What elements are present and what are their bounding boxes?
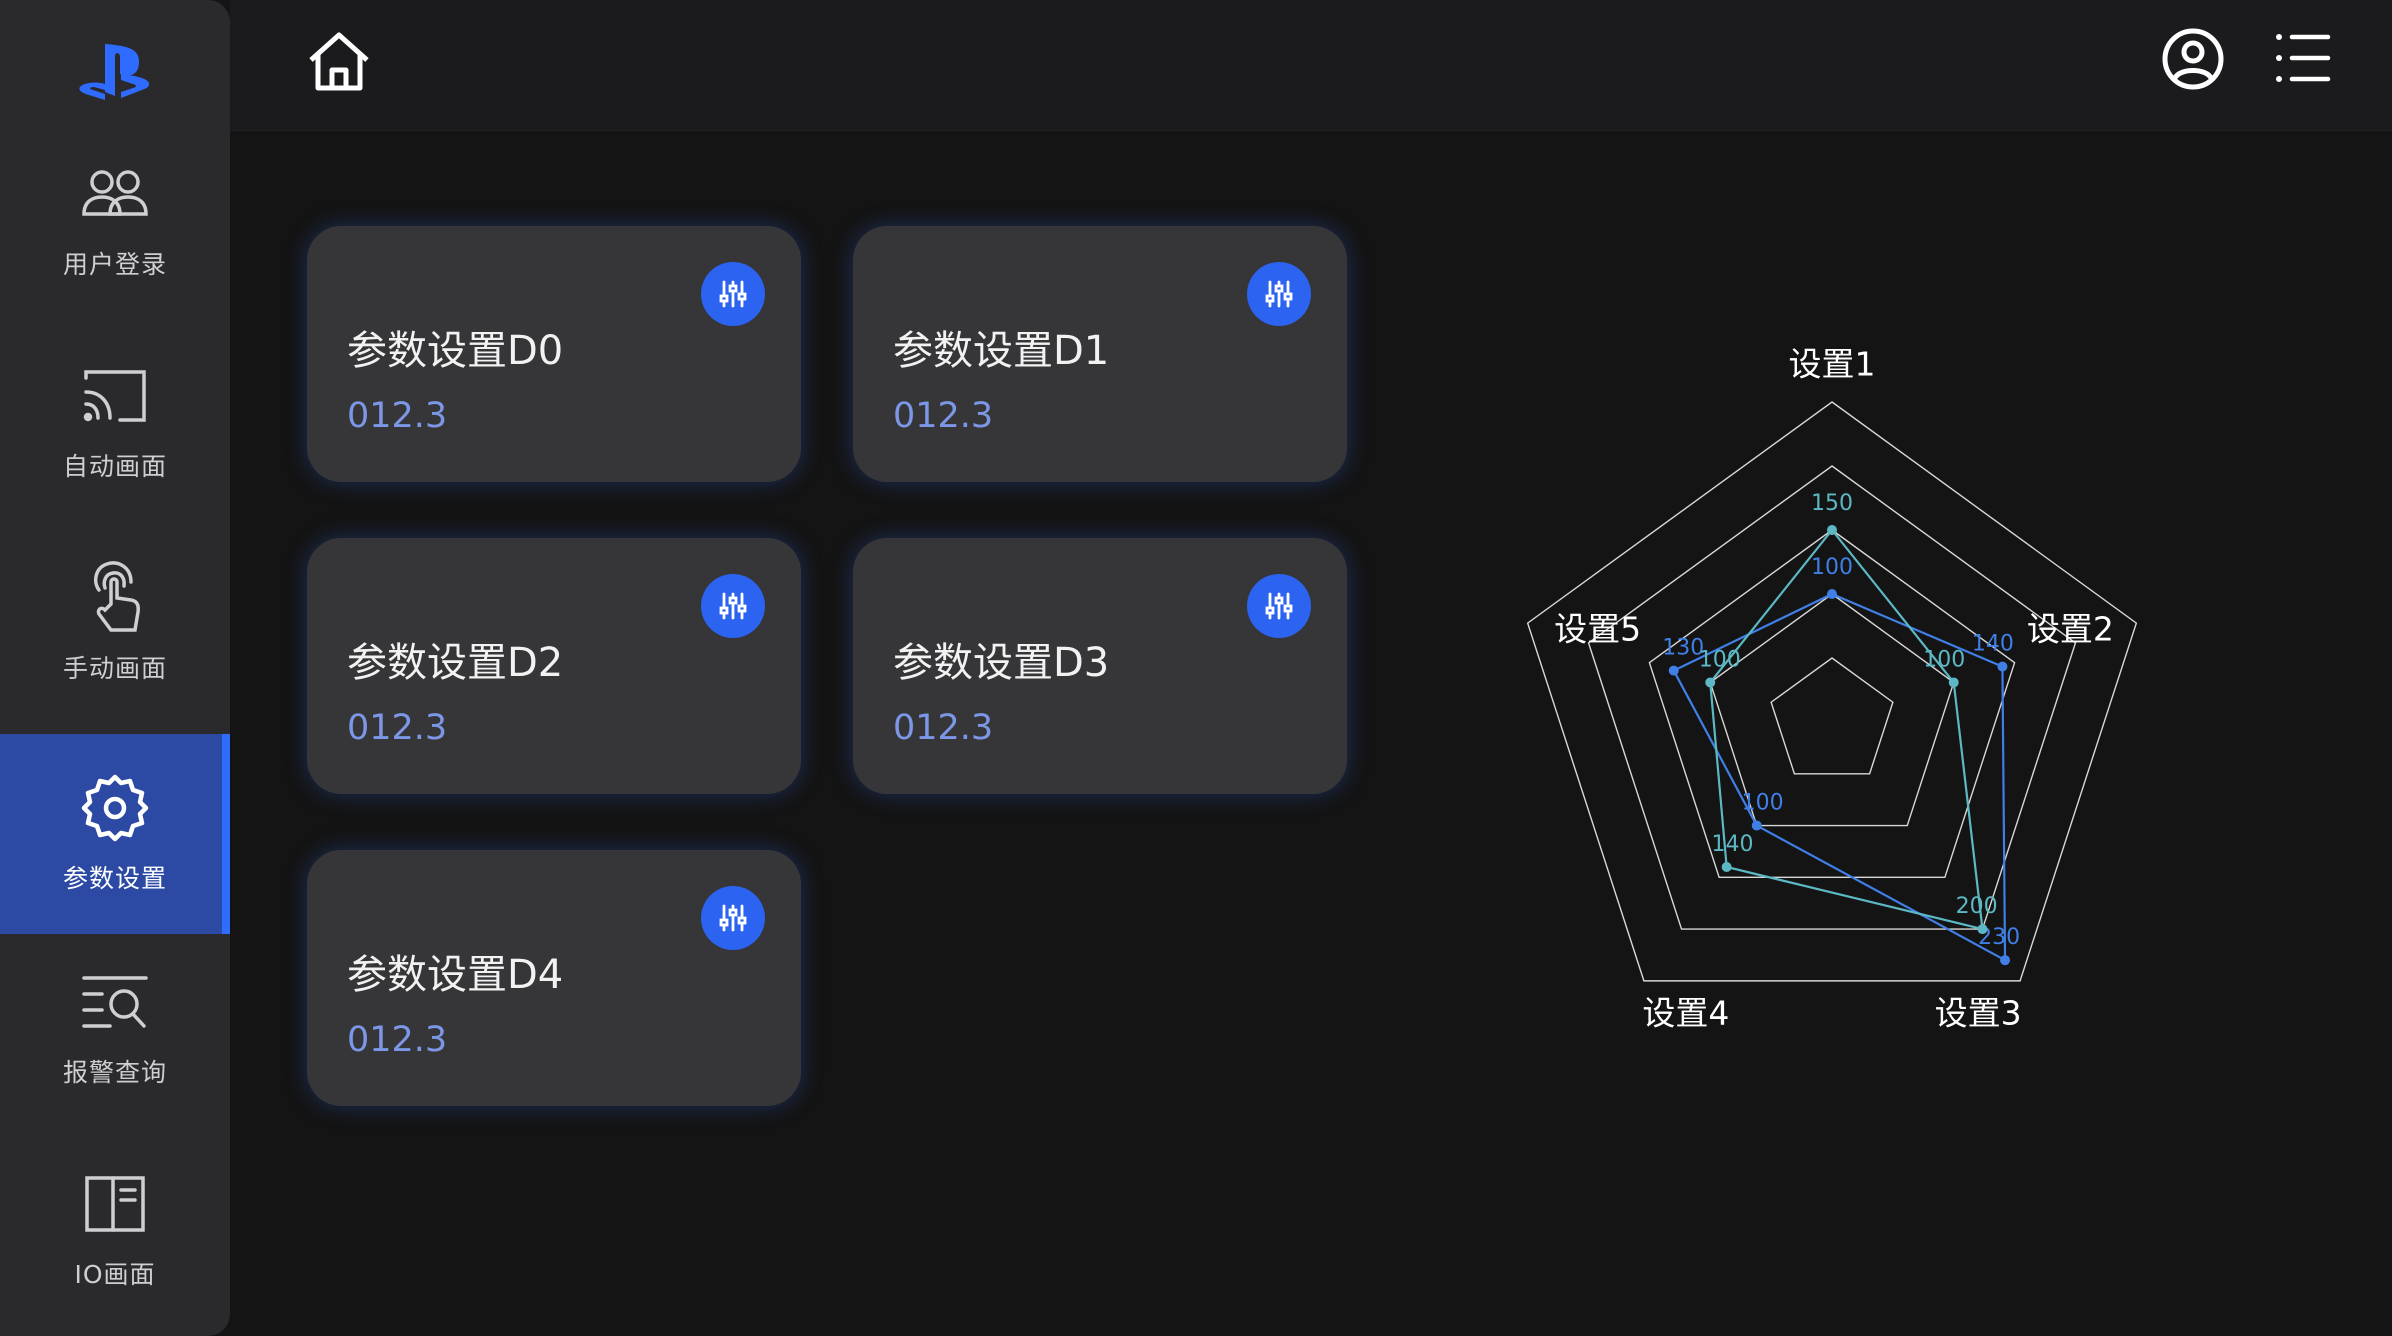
radar-axis-label: 设置1 bbox=[1789, 345, 1876, 384]
sliders-icon bbox=[719, 904, 747, 932]
adjust-button[interactable] bbox=[701, 886, 765, 950]
param-value: 012.3 bbox=[347, 396, 448, 436]
radar-point bbox=[1827, 525, 1837, 535]
playstation-logo[interactable] bbox=[0, 30, 230, 115]
sidebar-item-param-settings[interactable]: 参数设置 bbox=[0, 734, 230, 934]
cast-icon bbox=[80, 361, 150, 431]
adjust-button[interactable] bbox=[701, 574, 765, 638]
param-title: 参数设置D0 bbox=[347, 328, 564, 374]
radar-data-label: 200 bbox=[1956, 894, 1998, 919]
playstation-logo-icon bbox=[79, 43, 150, 100]
radar-grid-ring bbox=[1648, 529, 2016, 879]
radar-point bbox=[1751, 820, 1762, 831]
radar-grid-ring bbox=[1709, 593, 1955, 827]
radar-grid-ring bbox=[1587, 465, 2077, 930]
radar-point bbox=[1668, 665, 1679, 676]
param-value: 012.3 bbox=[347, 1020, 448, 1060]
param-title: 参数设置D4 bbox=[347, 952, 564, 998]
gear-icon bbox=[80, 773, 150, 843]
param-value: 012.3 bbox=[347, 708, 448, 748]
adjust-button[interactable] bbox=[701, 262, 765, 326]
param-card-d0[interactable]: 参数设置D0 012.3 bbox=[307, 226, 801, 482]
param-value: 012.3 bbox=[893, 708, 994, 748]
param-value: 012.3 bbox=[893, 396, 994, 436]
search-list-icon bbox=[80, 967, 150, 1037]
param-title: 参数设置D2 bbox=[347, 640, 564, 686]
sliders-icon bbox=[719, 280, 747, 308]
radar-point bbox=[1948, 677, 1959, 688]
radar-point bbox=[1721, 861, 1732, 872]
radar-point bbox=[2000, 955, 2011, 966]
radar-grid-ring bbox=[1770, 657, 1894, 775]
radar-data-label: 100 bbox=[1923, 647, 1965, 672]
radar-point bbox=[1827, 589, 1837, 599]
radar-data-label: 100 bbox=[1742, 791, 1784, 816]
sidebar-item-label: 参数设置 bbox=[62, 864, 167, 893]
radar-chart: 设置1设置2设置3设置4设置51001402301001301501002001… bbox=[1526, 345, 2138, 1032]
radar-axis-label: 设置5 bbox=[1554, 610, 1641, 649]
radar-data-label: 100 bbox=[1699, 647, 1741, 672]
param-title: 参数设置D1 bbox=[893, 328, 1110, 374]
param-title: 参数设置D3 bbox=[893, 640, 1110, 686]
radar-axis-label: 设置3 bbox=[1935, 993, 2022, 1032]
sidebar-item-label: 用户登录 bbox=[62, 250, 167, 279]
sidebar-item-label: 自动画面 bbox=[62, 452, 167, 481]
sidebar: 用户登录 自动画面 手动画面 bbox=[0, 0, 230, 1336]
touch-icon bbox=[80, 561, 150, 633]
radar-axis-label: 设置2 bbox=[2027, 610, 2114, 649]
sidebar-item-io-screen[interactable]: IO画面 bbox=[0, 1130, 230, 1330]
adjust-button[interactable] bbox=[1247, 262, 1311, 326]
radar-data-label: 100 bbox=[1811, 555, 1853, 580]
radar-grid-ring bbox=[1526, 401, 2138, 982]
sidebar-item-alarm-query[interactable]: 报警查询 bbox=[0, 928, 230, 1128]
param-card-d2[interactable]: 参数设置D2 012.3 bbox=[307, 538, 801, 794]
top-bar bbox=[230, 0, 2392, 131]
panel-icon bbox=[80, 1169, 150, 1239]
sliders-icon bbox=[1265, 280, 1293, 308]
sidebar-item-label: 报警查询 bbox=[62, 1058, 167, 1087]
radar-series-line bbox=[1672, 592, 2007, 963]
radar-data-label: 150 bbox=[1811, 491, 1853, 516]
param-card-d3[interactable]: 参数设置D3 012.3 bbox=[853, 538, 1347, 794]
radar-point bbox=[1997, 661, 2008, 672]
radar-data-label: 140 bbox=[1712, 832, 1754, 857]
radar-data-label: 130 bbox=[1662, 636, 1704, 661]
list-menu-icon[interactable] bbox=[2274, 30, 2332, 86]
sidebar-item-label: IO画面 bbox=[74, 1260, 156, 1289]
param-card-d4[interactable]: 参数设置D4 012.3 bbox=[307, 850, 801, 1106]
param-card-d1[interactable]: 参数设置D1 012.3 bbox=[853, 226, 1347, 482]
sidebar-item-label: 手动画面 bbox=[62, 654, 167, 683]
radar-series-line bbox=[1709, 528, 1984, 931]
sidebar-item-user-login[interactable]: 用户登录 bbox=[0, 120, 230, 320]
sliders-icon bbox=[1265, 592, 1293, 620]
sidebar-item-manual-screen[interactable]: 手动画面 bbox=[0, 524, 230, 724]
radar-point bbox=[1705, 677, 1716, 688]
adjust-button[interactable] bbox=[1247, 574, 1311, 638]
radar-data-label: 140 bbox=[1972, 632, 2014, 657]
users-icon bbox=[80, 159, 150, 229]
sidebar-item-auto-screen[interactable]: 自动画面 bbox=[0, 322, 230, 522]
sliders-icon bbox=[719, 592, 747, 620]
radar-axis-label: 设置4 bbox=[1642, 993, 1729, 1032]
user-circle-icon[interactable] bbox=[2160, 26, 2226, 92]
home-icon[interactable] bbox=[306, 30, 372, 94]
radar-point bbox=[1977, 924, 1988, 935]
